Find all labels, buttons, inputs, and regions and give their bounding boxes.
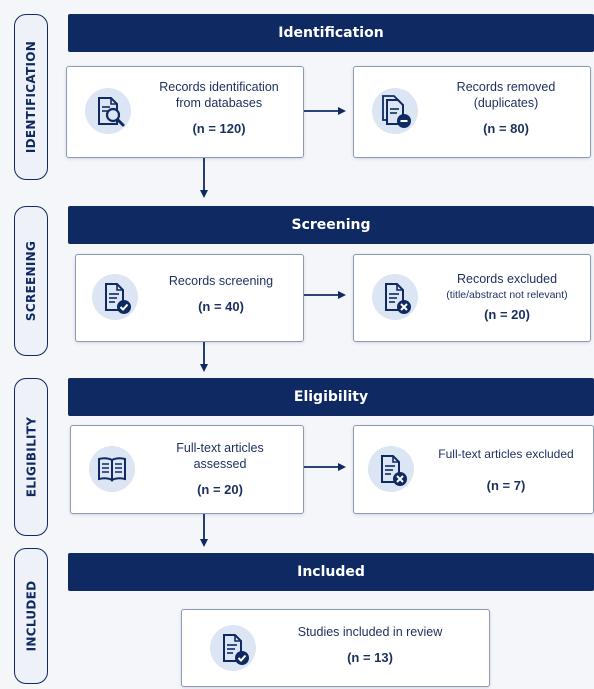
box-records-identified: Records identification from databases (n… — [66, 66, 304, 158]
box-count: (n = 80) — [483, 121, 529, 136]
box-label: Records identification — [159, 80, 279, 94]
banner-screening: Screening — [68, 206, 594, 244]
side-tab-identification: IDENTIFICATION — [14, 14, 48, 180]
box-count: (n = 40) — [198, 299, 244, 314]
document-check-icon — [92, 274, 138, 320]
box-records-removed: Records removed (duplicates) (n = 80) — [353, 66, 591, 158]
search-document-icon — [85, 88, 131, 134]
box-fulltext-assessed: Full-text articles assessed (n = 20) — [70, 425, 304, 514]
box-label: (title/abstract not relevant) — [446, 289, 568, 301]
box-label: Full-text articles excluded — [438, 447, 574, 461]
box-label: Records screening — [168, 274, 274, 288]
box-label: Records excluded — [456, 272, 558, 286]
box-label: Records removed — [456, 80, 556, 94]
side-tab-included: INCLUDED — [14, 548, 48, 684]
box-label: Full-text articles — [176, 441, 264, 455]
box-count: (n = 120) — [192, 121, 246, 136]
open-book-icon — [89, 446, 135, 492]
document-remove-icon — [372, 88, 418, 134]
banner-included: Included — [68, 553, 594, 591]
banner-identification: Identification — [68, 14, 594, 52]
box-records-excluded: Records excluded (title/abstract not rel… — [353, 254, 591, 342]
document-cross-icon — [372, 274, 418, 320]
box-fulltext-excluded: Full-text articles excluded (n = 7) — [353, 425, 594, 514]
side-tab-eligibility: ELIGIBILITY — [14, 378, 48, 536]
box-count: (n = 20) — [484, 307, 530, 322]
banner-eligibility: Eligibility — [68, 378, 594, 416]
box-label: Studies included in review — [297, 625, 443, 639]
document-cross-icon — [368, 446, 414, 492]
box-count: (n = 20) — [197, 482, 243, 497]
box-label: assessed — [193, 457, 247, 471]
box-count: (n = 13) — [347, 650, 393, 665]
box-records-screening: Records screening (n = 40) — [75, 254, 304, 342]
box-label: from databases — [175, 96, 263, 110]
box-count: (n = 7) — [486, 478, 526, 493]
side-tab-screening: SCREENING — [14, 206, 48, 356]
document-check-icon — [210, 625, 256, 671]
box-label: (duplicates) — [473, 96, 539, 110]
box-studies-included: Studies included in review (n = 13) — [181, 609, 490, 687]
